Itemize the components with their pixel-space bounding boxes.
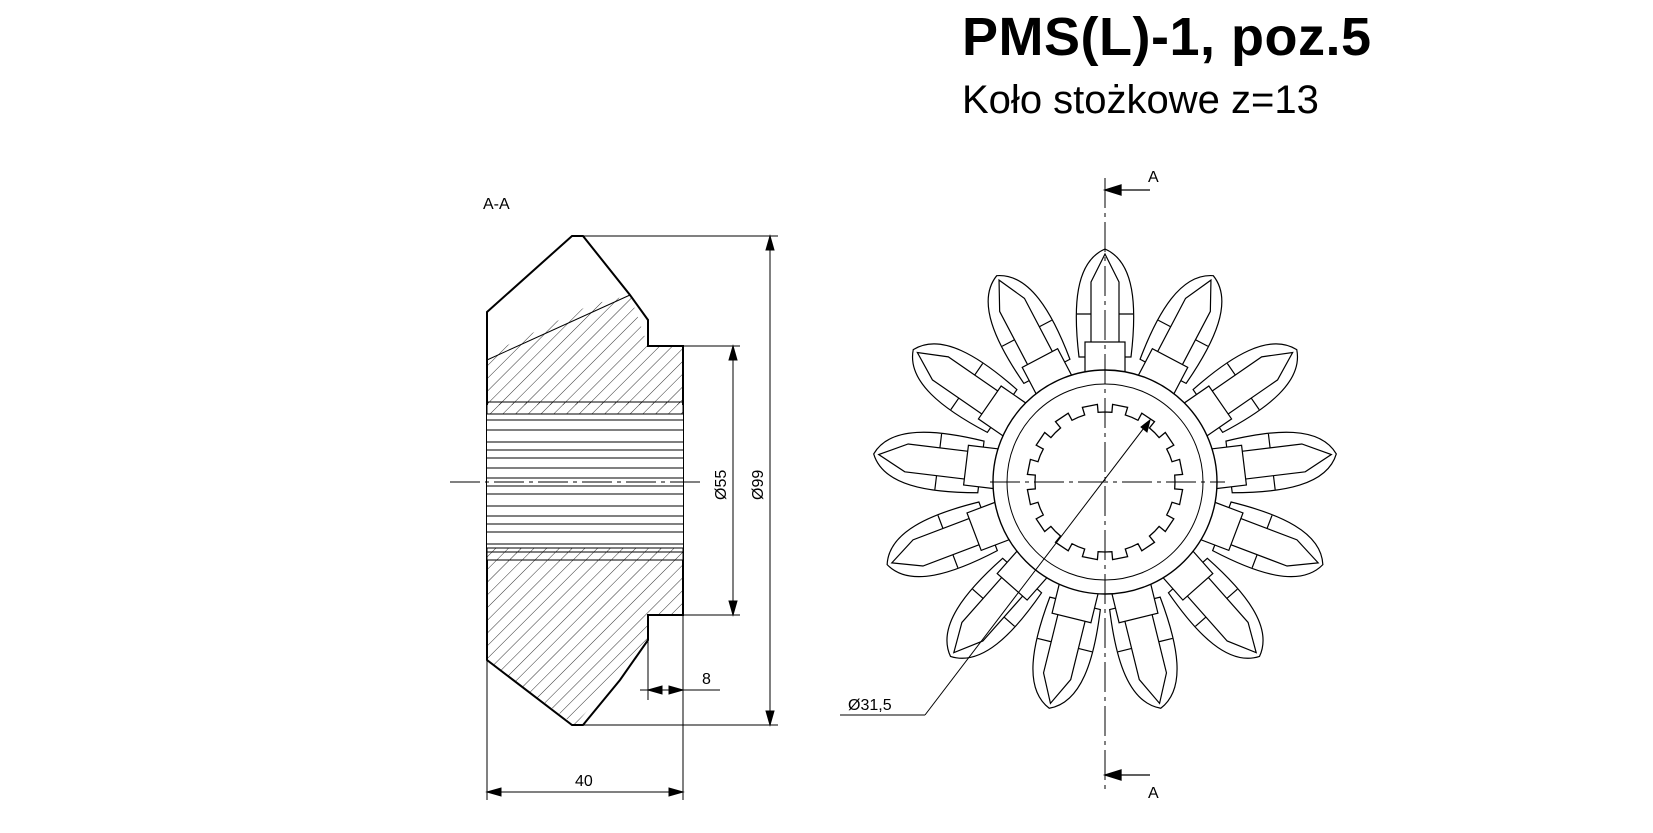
gear-tooth [987, 275, 1073, 395]
section-label: A-A [483, 196, 510, 213]
dim-outer-diameter [583, 234, 778, 727]
spline-bore [486, 401, 684, 561]
gear-tooth [1183, 343, 1299, 437]
gear-tooth [911, 343, 1027, 437]
dim-bore-diameter [683, 344, 740, 617]
dim-outer-diameter-label: Ø99 [750, 470, 767, 500]
gear-tooth [1162, 550, 1264, 659]
gear-tooth [1137, 275, 1223, 395]
drawing-title: PMS(L)-1, poz.5 [962, 7, 1372, 67]
gear-tooth [1211, 431, 1337, 494]
section-view: A-A [450, 196, 778, 800]
cut-label-top: A [1148, 169, 1159, 186]
gear-tooth [1109, 583, 1178, 709]
dim-width [485, 615, 685, 800]
dim-width-label: 40 [575, 773, 593, 790]
front-view: A A Ø31,5 [840, 169, 1337, 802]
dim-bore-diameter-label: Ø55 [713, 470, 730, 500]
cut-label-bottom: A [1148, 785, 1159, 802]
dim-inner-diameter-label: Ø31,5 [848, 697, 892, 714]
cut-arrow-top [1102, 184, 1150, 196]
dim-hub-step-label: 8 [702, 671, 711, 688]
section-hatch-upper [487, 295, 683, 405]
dim-inner-diameter [840, 418, 1151, 716]
gear-tooth [886, 501, 1011, 578]
drawing-subtitle: Koło stożkowe z=13 [962, 78, 1319, 122]
gear-tooth [1032, 583, 1101, 709]
cut-arrow-bottom [1102, 769, 1150, 781]
gear-tooth [873, 431, 999, 494]
section-hatch-lower [487, 560, 683, 725]
gear-tooth [946, 550, 1048, 659]
gear-tooth [1199, 501, 1324, 578]
